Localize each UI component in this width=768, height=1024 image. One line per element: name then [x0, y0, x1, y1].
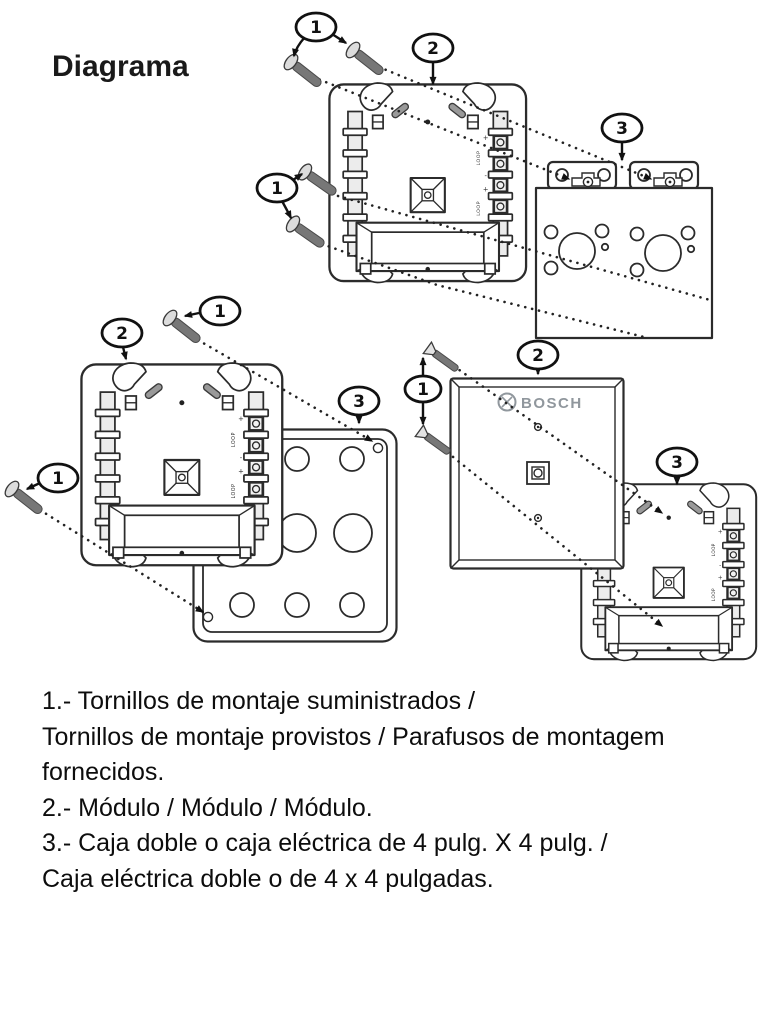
right-assembly-diagram: BOSCH 1 [403, 339, 758, 662]
svg-text:2: 2 [427, 39, 439, 59]
svg-text:1: 1 [52, 469, 64, 489]
svg-text:1: 1 [271, 179, 283, 199]
svg-text:1: 1 [214, 302, 226, 322]
svg-text:1: 1 [417, 380, 429, 400]
mounting-screw [342, 39, 389, 81]
page-title: Diagrama [52, 50, 189, 83]
bosch-logo-text: BOSCH [521, 395, 583, 412]
callout-screws-left-top: 1 [183, 295, 242, 327]
svg-text:3: 3 [353, 392, 365, 412]
svg-text:3: 3 [616, 119, 628, 139]
callout-module-left: 2 [100, 317, 144, 361]
top-assembly-diagram: 1 2 1 3 [255, 11, 714, 340]
legend-text: 1.- Tornillos de montaje suministrados /… [42, 684, 748, 898]
alignment-line [336, 194, 712, 302]
alignment-line [196, 338, 374, 443]
cover-center-boss [526, 461, 550, 485]
svg-text:3: 3 [671, 453, 683, 473]
legend-line-6: Caja eléctrica doble o de 4 x 4 pulgadas… [42, 864, 494, 893]
box-bracket [628, 160, 700, 191]
knockout-cluster [543, 223, 610, 276]
cover-screw [414, 424, 455, 459]
knockout-cluster [629, 225, 696, 278]
legend-line-1: 1.- Tornillos de montaje suministrados / [42, 687, 476, 715]
box-bracket [546, 160, 618, 191]
legend-line-2: Tornillos de montaje provistos / Parafus… [42, 722, 665, 751]
double-gang-box [534, 160, 714, 340]
svg-text:2: 2 [532, 346, 544, 366]
callout-module-top: 2 [411, 32, 455, 86]
module-left [80, 361, 284, 568]
box-screw-hole [372, 442, 384, 454]
alignment-line [320, 242, 650, 340]
legend-line-5: 3.- Caja doble o caja eléctrica de 4 pul… [42, 829, 608, 858]
box-screw-hole [202, 611, 214, 623]
alignment-line [440, 446, 664, 628]
svg-text:1: 1 [310, 18, 322, 38]
callout-screws-top-left: 1 [255, 172, 304, 220]
callout-box-top: 3 [600, 112, 644, 162]
callout-screws-left-bottom: 1 [25, 462, 80, 494]
callout-box-right: 3 [655, 446, 699, 486]
front-cover: BOSCH [449, 377, 625, 570]
alignment-line [377, 65, 653, 181]
left-assembly-diagram: 2 1 1 3 [1, 295, 398, 643]
legend-line-3: fornecidos. [42, 758, 165, 787]
module-top [328, 81, 528, 284]
installation-diagram: + LOOP - + LOOP - [1, 11, 758, 662]
callout-screws-right: 1 [403, 374, 443, 404]
mounting-screw [283, 213, 330, 254]
legend-line-4: 2.- Módulo / Módulo / Módulo. [42, 793, 373, 822]
bosch-logo: BOSCH [497, 392, 583, 412]
mounting-screw [280, 51, 327, 93]
callout-box-left: 3 [337, 385, 381, 425]
alignment-line [446, 360, 664, 515]
cover-screw [422, 341, 463, 376]
callout-screws-top: 1 [292, 11, 348, 58]
svg-text:2: 2 [116, 324, 128, 344]
callout-module-right: 2 [516, 339, 560, 376]
